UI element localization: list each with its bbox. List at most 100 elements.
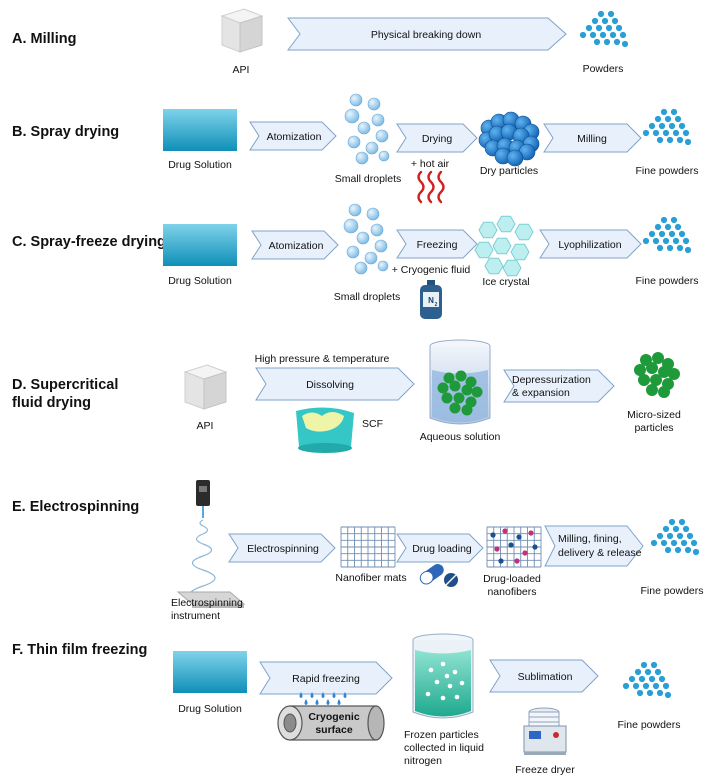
source-label: Drug Solution xyxy=(178,703,242,715)
instrument-label-line2: instrument xyxy=(171,610,220,622)
arrow-label: Dissolving xyxy=(306,379,354,391)
section-title-line2: fluid drying xyxy=(12,395,91,411)
pill-capsule-icon xyxy=(419,563,458,587)
step-arrow: Drying xyxy=(396,123,478,153)
section-d-supercritical-fluid-drying: D. Supercritical fluid drying API High p… xyxy=(12,339,681,453)
powder-icon xyxy=(642,108,692,146)
step-arrow: Drug loading xyxy=(396,533,484,563)
output-label: Powders xyxy=(583,63,624,75)
surface-label-line2: surface xyxy=(315,724,353,736)
condition-label: High pressure & temperature xyxy=(255,353,390,365)
step-arrow: Freezing xyxy=(396,229,478,259)
frozen-label-line2: collected in liquid xyxy=(404,742,484,754)
arrow-label: Atomization xyxy=(269,240,324,252)
droplets-label: Small droplets xyxy=(335,173,402,185)
output-label: Fine powders xyxy=(640,585,703,597)
step-note: + Cryogenic fluid xyxy=(392,264,471,276)
api-label: API xyxy=(233,64,250,76)
electrospinning-instrument-icon xyxy=(176,480,246,608)
arrow-label: Physical breaking down xyxy=(371,29,481,41)
dry-particles-icon xyxy=(478,111,540,167)
droplets-icon xyxy=(343,203,389,275)
powder-icon xyxy=(650,518,700,556)
section-b-spray-drying: B. Spray drying Drug Solution Atomizatio… xyxy=(12,93,699,204)
section-f-thin-film-freezing: F. Thin film freezing Drug Solution Rapi… xyxy=(12,633,681,776)
step-arrow: Dissolving xyxy=(255,367,415,401)
api-cube-icon xyxy=(183,364,228,410)
arrow-label: Rapid freezing xyxy=(292,673,360,685)
arrow-label-line2: & expansion xyxy=(512,387,570,399)
frozen-label-line3: nitrogen xyxy=(404,755,442,767)
heat-waves-icon xyxy=(417,170,445,204)
drug-loaded-nanofiber-icon xyxy=(486,526,542,568)
nitrogen-tank-icon: N 2 xyxy=(420,280,442,319)
output-label: Fine powders xyxy=(617,719,680,731)
section-title-line1: D. Supercritical xyxy=(12,377,118,393)
arrow-label: Milling xyxy=(577,133,607,145)
dryer-label: Freeze dryer xyxy=(515,764,575,776)
tank-subscript: 2 xyxy=(435,302,438,308)
output-label: Fine powders xyxy=(635,165,698,177)
step-arrow: Sublimation xyxy=(489,659,599,693)
instrument-label-line1: Electrospinning xyxy=(171,597,243,609)
arrow-label: Drug loading xyxy=(412,543,472,555)
loaded-label-line2: nanofibers xyxy=(487,586,536,598)
loaded-label-line1: Drug-loaded xyxy=(483,573,541,585)
micro-particles-icon xyxy=(634,352,680,398)
tank-label: N xyxy=(428,296,434,305)
arrow-label: Sublimation xyxy=(518,671,573,683)
arrow-label: Atomization xyxy=(267,131,322,143)
particles-label: Dry particles xyxy=(480,165,538,177)
crystal-label: Ice crystal xyxy=(482,276,529,288)
section-title: C. Spray-freeze drying xyxy=(12,234,166,250)
mats-label: Nanofiber mats xyxy=(335,572,406,584)
arrow-label-line1: Milling, fining, xyxy=(558,533,622,545)
surface-label-line1: Cryogenic xyxy=(308,711,360,723)
powder-icon xyxy=(622,661,672,699)
section-title: E. Electrospinning xyxy=(12,499,139,515)
step-note: + hot air xyxy=(411,158,450,170)
section-a-milling: A. Milling API Physical breaking down Po… xyxy=(12,8,629,76)
droplets-icon xyxy=(344,93,390,165)
liquid-nitrogen-beaker-icon xyxy=(412,633,474,719)
drug-solution-block xyxy=(173,651,247,693)
powder-icon xyxy=(579,10,629,48)
step-arrow: Depressurization & expansion xyxy=(503,369,615,403)
freeze-dryer-icon xyxy=(523,707,567,755)
section-e-electrospinning: E. Electrospinning Electrospinning Elect… xyxy=(12,480,704,622)
section-title: B. Spray drying xyxy=(12,124,119,140)
step-arrow: Milling, fining, delivery & release xyxy=(544,525,644,567)
nanofiber-mat-icon xyxy=(340,526,396,568)
step-arrow: Physical breaking down xyxy=(287,17,567,51)
droplets-label: Small droplets xyxy=(334,291,401,303)
arrow-label: Drying xyxy=(422,133,453,145)
api-label: API xyxy=(197,420,214,432)
step-arrow: Lyophilization xyxy=(539,229,642,259)
beaker-icon xyxy=(429,339,491,425)
step-arrow: Atomization xyxy=(249,121,337,151)
arrow-label: Freezing xyxy=(417,239,458,251)
arrow-label-line1: Depressurization xyxy=(512,374,591,386)
drug-solution-block xyxy=(163,109,237,151)
falling-drops-icon xyxy=(299,692,347,705)
arrow-label-line2: delivery & release xyxy=(558,547,642,559)
api-cube-icon xyxy=(220,8,264,53)
section-title: F. Thin film freezing xyxy=(12,642,147,658)
source-label: Drug Solution xyxy=(168,159,232,171)
powder-icon xyxy=(642,216,692,254)
section-c-spray-freeze-drying: C. Spray-freeze drying Drug Solution Ato… xyxy=(12,203,699,319)
scf-label: SCF xyxy=(362,418,383,430)
section-title: A. Milling xyxy=(12,31,76,47)
arrow-label: Electrospinning xyxy=(247,543,319,555)
output-label: Fine powders xyxy=(635,275,698,287)
frozen-label-line1: Frozen particles xyxy=(404,729,479,741)
output-label-line1: Micro-sized xyxy=(627,409,681,421)
step-arrow: Electrospinning xyxy=(228,533,336,563)
source-label: Drug Solution xyxy=(168,275,232,287)
cryogenic-drum-icon xyxy=(277,705,385,741)
step-arrow: Atomization xyxy=(251,230,339,260)
dissolved-particles-icon xyxy=(437,370,483,416)
ice-crystal-icon xyxy=(474,215,534,277)
drug-solution-block xyxy=(163,224,237,266)
arrow-label: Lyophilization xyxy=(558,239,621,251)
